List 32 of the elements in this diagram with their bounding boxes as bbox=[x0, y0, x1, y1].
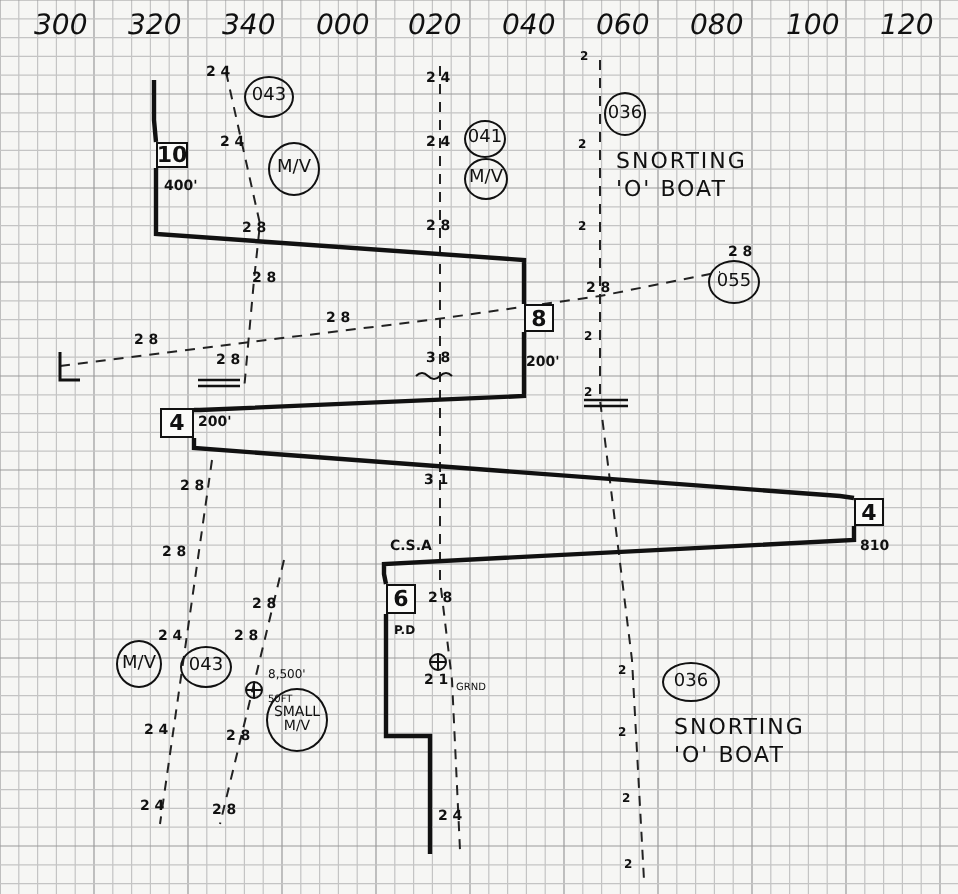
number-box: 6 bbox=[386, 584, 416, 614]
bearing-label: 040 bbox=[502, 12, 556, 40]
course-line bbox=[151, 80, 159, 143]
number-box: 8 bbox=[524, 304, 554, 332]
bearing-label: 000 bbox=[316, 12, 370, 40]
bearing-label: 020 bbox=[408, 12, 462, 40]
circled-label: 041 bbox=[464, 120, 506, 158]
bearing-label: 340 bbox=[222, 12, 276, 40]
course-line bbox=[194, 332, 527, 413]
number-box: 4 bbox=[854, 498, 884, 526]
circled-label: 036 bbox=[604, 92, 646, 136]
circled-label: 036 bbox=[662, 662, 720, 702]
bearing-label: 320 bbox=[128, 12, 182, 40]
circled-label: 055 bbox=[708, 260, 760, 304]
circled-label: 043 bbox=[180, 646, 232, 688]
number-box: 10 bbox=[156, 142, 188, 168]
bearing-label: 060 bbox=[596, 12, 650, 40]
bearing-label: 300 bbox=[34, 12, 88, 40]
circled-label: M/V bbox=[464, 158, 508, 200]
number-box: 4 bbox=[160, 408, 194, 438]
bearing-label: 120 bbox=[880, 12, 934, 40]
bearing-label: 100 bbox=[786, 12, 840, 40]
course-line bbox=[381, 526, 857, 585]
circled-label: 043 bbox=[244, 76, 294, 118]
circled-label: M/V bbox=[268, 142, 320, 196]
course-line bbox=[153, 168, 527, 304]
course-line bbox=[383, 614, 433, 854]
note-text: SNORTING 'O' BOAT bbox=[616, 148, 749, 206]
note-text: SNORTING 'O' BOAT bbox=[674, 714, 807, 772]
circled-label: M/V bbox=[116, 640, 162, 688]
bearing-label: 080 bbox=[690, 12, 744, 40]
course-line bbox=[191, 438, 855, 501]
